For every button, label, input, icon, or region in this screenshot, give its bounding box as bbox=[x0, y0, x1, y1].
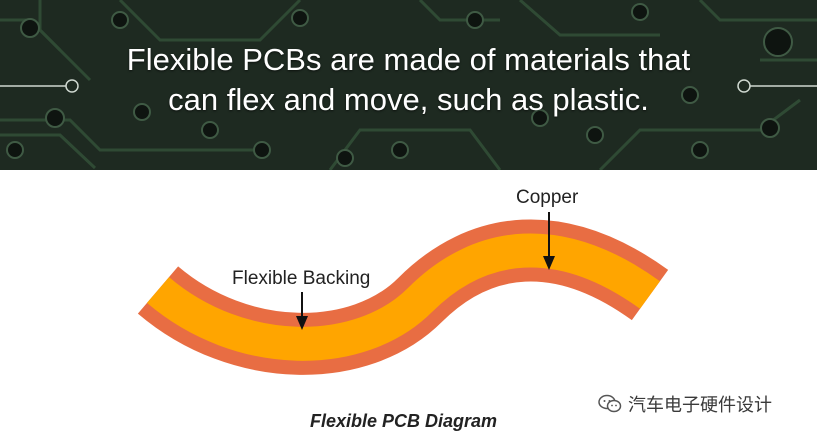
banner-headline: Flexible PCBs are made of materials that… bbox=[0, 40, 817, 120]
headline-line-2: can flex and move, such as plastic. bbox=[168, 82, 649, 117]
watermark: 汽车电子硬件设计 bbox=[598, 393, 772, 415]
flexible-pcb-diagram bbox=[137, 212, 669, 375]
headline-line-1: Flexible PCBs are made of materials that bbox=[126, 42, 691, 77]
watermark-text: 汽车电子硬件设计 bbox=[628, 395, 772, 415]
circuit-board-background bbox=[0, 0, 817, 170]
wechat-icon bbox=[598, 394, 622, 413]
diagram-caption: Flexible PCB Diagram bbox=[310, 411, 498, 431]
copper-label: Copper bbox=[516, 187, 579, 208]
flexible-backing-layer bbox=[146, 233, 660, 361]
copper-pointer-arrow bbox=[543, 212, 555, 270]
backing-pointer-arrow bbox=[296, 292, 308, 330]
flexible-backing-label: Flexible Backing bbox=[232, 268, 371, 289]
header-banner: Flexible PCBs are made of materials that… bbox=[0, 0, 817, 170]
